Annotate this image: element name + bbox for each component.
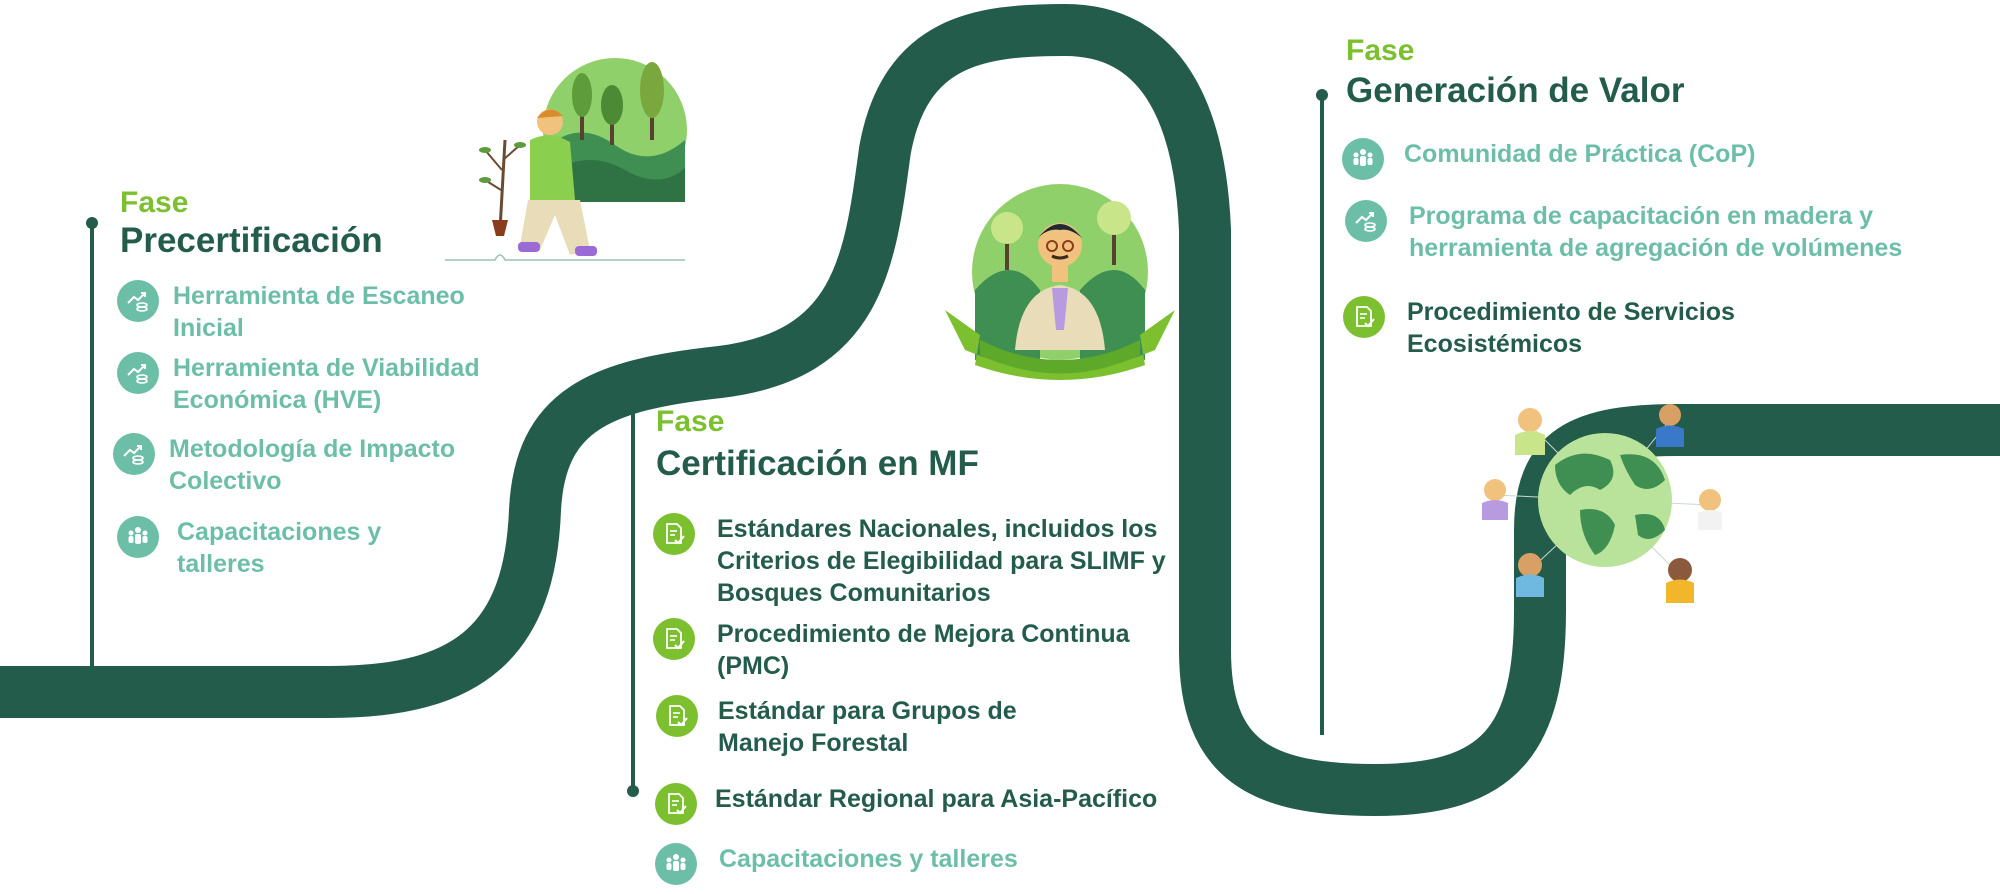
- phase2-line-dot: [627, 785, 639, 797]
- document-check-icon: [655, 783, 697, 825]
- item-text: Estándar Regional para Asia-Pacífico: [715, 785, 1158, 813]
- item-text: Capacitaciones y talleres: [177, 518, 382, 578]
- phase2-item-grupos-manejo: Estándar para Grupos de Manejo Forestal: [656, 695, 1056, 759]
- growth-chart-coins-icon: [113, 433, 155, 475]
- planting-person-illustration: [445, 58, 687, 261]
- phase-precertificacion: Fase Precertificación: [120, 186, 383, 262]
- forest-man-badge-illustration: [945, 184, 1175, 380]
- people-group-icon: [655, 843, 697, 885]
- phase1-item-escaneo: Herramienta de Escaneo Inicial: [117, 280, 507, 344]
- item-text: Procedimiento de Servicios Ecosistémicos: [1407, 298, 1735, 358]
- document-check-icon: [656, 695, 698, 737]
- growth-chart-coins-icon: [117, 280, 159, 322]
- phase1-guide-line: [90, 223, 94, 667]
- item-text: Procedimiento de Mejora Continua (PMC): [717, 620, 1130, 680]
- growth-chart-coins-icon: [1345, 200, 1387, 242]
- item-text: Estándares Nacionales, incluidos los Cri…: [717, 515, 1166, 607]
- phase-title: Certificación en MF: [656, 444, 979, 483]
- phase2-guide-line: [631, 410, 635, 788]
- item-text: Programa de capacitación en madera y her…: [1409, 202, 1903, 262]
- item-text: Metodología de Impacto Colectivo: [169, 435, 456, 495]
- item-text: Comunidad de Práctica (CoP): [1404, 140, 1756, 168]
- item-text: Estándar para Grupos de Manejo Forestal: [718, 697, 1017, 757]
- item-text: Capacitaciones y talleres: [719, 845, 1018, 873]
- item-text: Herramienta de Escaneo Inicial: [173, 282, 465, 342]
- phase2-item-pmc: Procedimiento de Mejora Continua (PMC): [653, 618, 1193, 682]
- phase1-item-impacto: Metodología de Impacto Colectivo: [113, 433, 513, 497]
- phase-label: Fase: [1346, 34, 1415, 67]
- phase2-item-asia-pacifico: Estándar Regional para Asia-Pacífico: [655, 783, 1215, 825]
- phase3-item-programa-madera: Programa de capacitación en madera y her…: [1345, 200, 1905, 264]
- item-text: Herramienta de Viabilidad Económica (HVE…: [173, 354, 480, 414]
- people-group-icon: [1342, 138, 1384, 180]
- phase3-guide-line: [1320, 95, 1324, 735]
- phase-label: Fase: [120, 186, 189, 219]
- phase2-item-capacitaciones: Capacitaciones y talleres: [655, 843, 1215, 885]
- phase-title: Generación de Valor: [1346, 71, 1685, 110]
- phase1-item-capacitaciones: Capacitaciones y talleres: [117, 516, 427, 580]
- phase-label: Fase: [656, 405, 725, 438]
- document-check-icon: [1343, 296, 1385, 338]
- phase2-item-estandares-nacionales: Estándares Nacionales, incluidos los Cri…: [653, 513, 1193, 609]
- growth-chart-coins-icon: [117, 352, 159, 394]
- phase-title: Precertificación: [120, 221, 383, 260]
- phase-certificacion: Fase Certificación en MF: [656, 405, 979, 485]
- document-check-icon: [653, 618, 695, 660]
- phase-generacion-valor: Fase Generación de Valor: [1346, 34, 1684, 112]
- phase3-item-servicios-ecosistemicos: Procedimiento de Servicios Ecosistémicos: [1343, 296, 1823, 360]
- globe-community-illustration: [1482, 404, 1722, 603]
- document-check-icon: [653, 513, 695, 555]
- phase1-item-hve: Herramienta de Viabilidad Económica (HVE…: [117, 352, 527, 416]
- people-group-icon: [117, 516, 159, 558]
- phase3-item-cop: Comunidad de Práctica (CoP): [1342, 138, 1902, 180]
